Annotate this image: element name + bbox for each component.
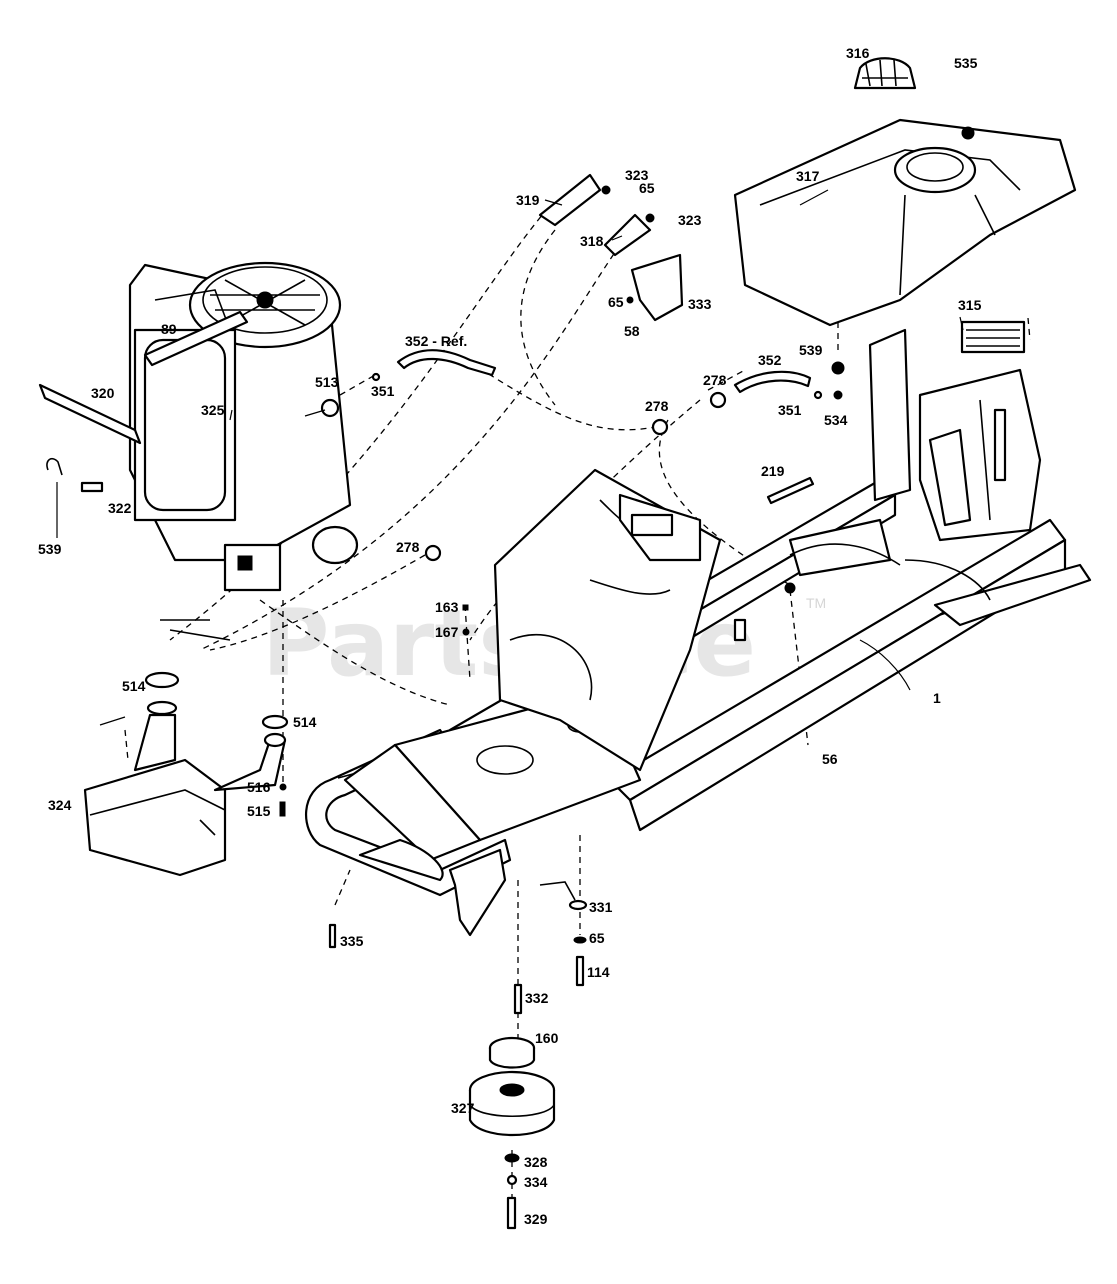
callout-label: 219	[761, 463, 785, 479]
callout-label: 335	[340, 933, 364, 949]
callout-label: 539	[799, 342, 823, 358]
callout-label: 324	[48, 797, 72, 813]
callout-label: 56	[822, 751, 838, 767]
callout-label: 334	[524, 1174, 548, 1190]
fuel-cap-316	[853, 57, 917, 90]
callout-labels: 316 535 317 323 319 65 323 318 333 65 58…	[38, 45, 982, 1227]
callout-label: 329	[524, 1211, 548, 1227]
callout-label: 65	[589, 930, 605, 946]
clutch-stack	[468, 1036, 556, 1230]
callout-label: 278	[645, 398, 669, 414]
callout-label: 332	[525, 990, 549, 1006]
callout-label: 160	[535, 1030, 559, 1046]
callout-label: 331	[589, 899, 613, 915]
callout-label: 319	[516, 192, 540, 208]
callout-label: 539	[38, 541, 62, 557]
callout-label: 352	[758, 352, 782, 368]
callout-label: 327	[451, 1100, 475, 1116]
callout-label: 535	[954, 55, 978, 71]
callout-label: 514	[122, 678, 146, 694]
hardware	[38, 173, 1026, 1015]
callout-label: 514	[293, 714, 317, 730]
callout-label: 167	[435, 624, 459, 640]
callout-label: 513	[315, 374, 339, 390]
callout-label: 328	[524, 1154, 548, 1170]
callout-label: 315	[958, 297, 982, 313]
callout-label: 316	[846, 45, 870, 61]
callout-label: 325	[201, 402, 225, 418]
callout-label: 320	[91, 385, 115, 401]
callout-label: 163	[435, 599, 459, 615]
callout-label: 278	[396, 539, 420, 555]
callout-label: 351	[371, 383, 395, 399]
callout-label: 318	[580, 233, 604, 249]
callout-label: 534	[824, 412, 848, 428]
callout-label: 352 - Ref.	[405, 333, 467, 349]
callout-label: 333	[688, 296, 712, 312]
callout-label: 114	[587, 964, 610, 980]
callout-label: 58	[624, 323, 640, 339]
callout-label: 278	[703, 372, 727, 388]
callout-label: 323	[625, 167, 649, 183]
solid-leaders	[56, 189, 964, 691]
callout-label: 89	[161, 321, 177, 337]
callout-label: 1	[933, 690, 941, 706]
fuel-tank-317	[733, 118, 1077, 327]
callout-label: 516	[247, 779, 271, 795]
callout-label: 322	[108, 500, 132, 516]
frame-assembly	[305, 328, 1092, 937]
callout-label: 65	[608, 294, 624, 310]
callout-label: 515	[247, 803, 271, 819]
callout-label: 317	[796, 168, 820, 184]
callout-label: 65	[639, 180, 655, 196]
callout-label: 351	[778, 402, 802, 418]
watermark-trademark: TM	[806, 595, 826, 611]
muffler-324	[83, 700, 287, 877]
callout-label: 323	[678, 212, 702, 228]
